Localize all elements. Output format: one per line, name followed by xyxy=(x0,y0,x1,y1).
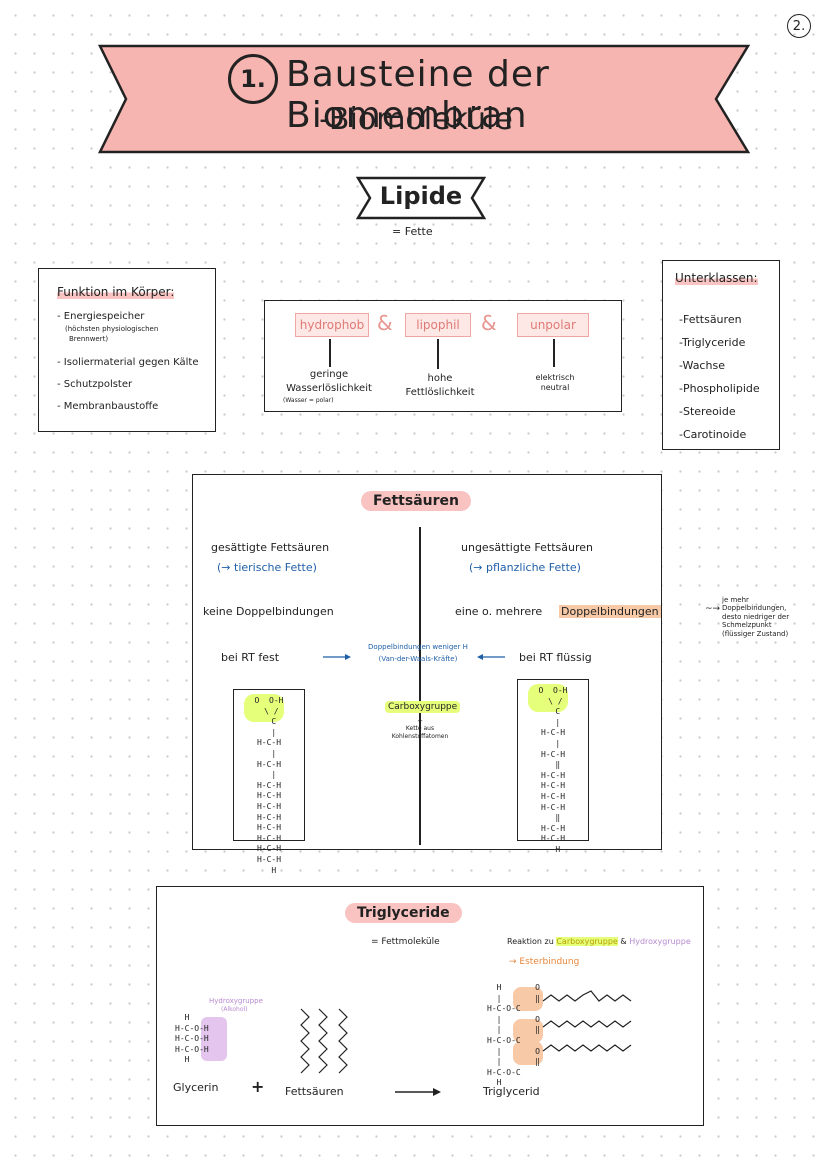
reaction-note: Reaktion zu Carboxygruppe & Hydroxygrupp… xyxy=(507,937,691,946)
connector-line xyxy=(437,339,439,369)
reaction-amp: & xyxy=(620,937,627,946)
saturated-sub: (→ tierische Fette) xyxy=(217,561,317,574)
connector-line xyxy=(329,339,331,367)
function-item: - Energiespeicher xyxy=(57,311,145,322)
chain-label: Kohlenstoffatomen xyxy=(391,733,449,740)
reaction-carboxy: Carboxygruppe xyxy=(556,937,618,946)
hydroxy-label: Hydroxygruppe xyxy=(209,997,263,1005)
property-desc: Wasserlöslichkeit xyxy=(286,383,372,394)
ampersand: & xyxy=(481,311,497,335)
title-banner: 1. Bausteine der Biomembran -Biomoleküle xyxy=(96,42,752,156)
subclass-item: -Carotinoide xyxy=(679,428,747,441)
unsaturated-bonds-highlight: Doppelbindungen xyxy=(559,605,661,618)
unsaturated-molecule: O O-H \ / C | H-C-H | H-C-H ‖ H-C-H H-C-… xyxy=(517,679,589,854)
property-desc: neutral xyxy=(540,383,570,392)
hydroxy-highlight xyxy=(201,1017,227,1061)
lipide-subtitle: = Fette xyxy=(392,225,433,238)
state-arrows xyxy=(323,654,505,660)
unsaturated-title: ungesättigte Fettsäuren xyxy=(461,541,593,554)
properties-box: hydrophob & lipophil & unpolar geringe W… xyxy=(264,300,622,412)
function-box: Funktion im Körper: - Energiespeicher (h… xyxy=(38,268,216,432)
fettsaeuren-label: Fettsäuren xyxy=(285,1085,344,1098)
carboxyl-highlight xyxy=(244,694,284,722)
lipide-heading: Lipide xyxy=(356,176,486,220)
subclass-item: -Wachse xyxy=(679,359,725,372)
saturated-molecule: O O-H \ / C | H-C-H | H-C-H | H-C-H H-C-… xyxy=(233,689,305,875)
saturated-state: bei RT fest xyxy=(221,651,280,664)
subclasses-heading: Unterklassen: xyxy=(675,271,758,285)
page-number: 2. xyxy=(787,14,811,38)
subclass-item: -Stereoide xyxy=(679,405,736,418)
fettsaeuren-box: Fettsäuren gesättigte Fettsäuren (→ tier… xyxy=(192,474,662,875)
side-note-line: Doppelbindungen, xyxy=(722,604,787,613)
lipide-heading-shape xyxy=(356,176,486,220)
property-desc: elektrisch xyxy=(535,373,575,382)
fettsaeuren-zigzag xyxy=(300,1008,348,1074)
unsaturated-bonds-prefix: eine o. mehrere xyxy=(455,605,543,618)
property-desc: Fettlöslichkeit xyxy=(405,387,475,398)
lipide-heading-text: Lipide xyxy=(379,182,463,210)
page-subtitle: -Biomoleküle xyxy=(319,102,513,137)
middle-note: (Van-der-Waals-Kräfte) xyxy=(378,655,458,663)
reaction-hydroxy: Hydroxygruppe xyxy=(629,937,691,946)
subclass-item: -Triglyceride xyxy=(679,336,746,349)
function-heading: Funktion im Körper: xyxy=(57,285,175,299)
triglyceride-subtitle: = Fettmoleküle xyxy=(371,937,440,947)
function-item: - Membranbaustoffe xyxy=(57,401,159,412)
glycerin-formula: H H-C-O-H H-C-O-H H-C-O-H H xyxy=(175,1013,209,1065)
function-item: (höchsten physiologischen xyxy=(65,325,159,333)
ampersand: & xyxy=(377,311,393,335)
carboxyl-highlight xyxy=(528,684,568,712)
triglycerid-label: Triglycerid xyxy=(483,1085,540,1098)
ester-highlight xyxy=(513,1019,543,1043)
side-arrow: ~→ xyxy=(705,604,721,614)
property-desc: hohe xyxy=(427,373,453,384)
middle-note: Doppelbindungen weniger H xyxy=(368,643,468,651)
plus-sign: + xyxy=(251,1077,265,1096)
chain-plus: + xyxy=(417,717,423,725)
triglycerid-chains xyxy=(542,990,632,1052)
saturated-bonds: keine Doppelbindungen xyxy=(203,605,334,618)
property-lipophil: lipophil xyxy=(405,313,471,337)
property-desc: geringe xyxy=(309,369,349,380)
divider-line xyxy=(419,527,421,845)
property-unpolar: unpolar xyxy=(517,313,589,337)
triglycerid-formula: H O | ‖ H-C-O-C | O | ‖ H-C-O-C | O | ‖ … xyxy=(487,983,540,1088)
unsaturated-formula: O O-H \ / C | H-C-H | H-C-H ‖ H-C-H H-C-… xyxy=(538,686,568,854)
side-note-line: desto niedriger der xyxy=(722,612,790,621)
property-hydrophob: hydrophob xyxy=(295,313,369,337)
triglyceride-box: Triglyceride = Fettmoleküle Reaktion zu … xyxy=(156,886,704,1126)
function-item: - Schutzpolster xyxy=(57,379,133,390)
chain-label: Kette aus xyxy=(405,725,435,732)
hydroxy-label: (Alkohol) xyxy=(221,1006,248,1013)
ester-note: → Esterbindung xyxy=(509,957,580,967)
reaction-prefix: Reaktion zu xyxy=(507,937,554,946)
reaction-arrow xyxy=(395,1088,441,1096)
saturated-formula: O O-H \ / C | H-C-H | H-C-H | H-C-H H-C-… xyxy=(254,696,284,875)
page-title: Bausteine der Biomembran xyxy=(286,54,550,136)
function-item: Brennwert) xyxy=(69,335,109,343)
side-note-line: (flüssiger Zustand) xyxy=(722,629,789,638)
triglyceride-heading: Triglyceride xyxy=(345,903,462,923)
carboxyl-label: Carboxygruppe xyxy=(385,701,461,713)
ester-highlight xyxy=(513,987,543,1011)
saturated-title: gesättigte Fettsäuren xyxy=(211,541,330,554)
connector-line xyxy=(553,339,555,367)
title-number: 1. xyxy=(228,54,278,104)
property-desc-note: (Wasser = polar) xyxy=(283,397,334,404)
side-note-line: je mehr xyxy=(722,596,749,604)
ester-highlight xyxy=(513,1041,543,1065)
function-item: - Isoliermaterial gegen Kälte xyxy=(57,357,199,368)
unsaturated-sub: (→ pflanzliche Fette) xyxy=(469,561,581,574)
subclasses-box: Unterklassen: -Fettsäuren -Triglyceride … xyxy=(662,260,780,450)
side-note: je mehr Doppelbindungen, desto niedriger… xyxy=(722,596,790,638)
fettsaeuren-heading: Fettsäuren xyxy=(361,491,471,511)
unsaturated-state: bei RT flüssig xyxy=(519,651,592,664)
subclass-item: -Phospholipide xyxy=(679,382,760,395)
side-note-line: Schmelzpunkt xyxy=(722,621,772,630)
glycerin-label: Glycerin xyxy=(173,1081,219,1094)
subclass-item: -Fettsäuren xyxy=(679,313,742,326)
